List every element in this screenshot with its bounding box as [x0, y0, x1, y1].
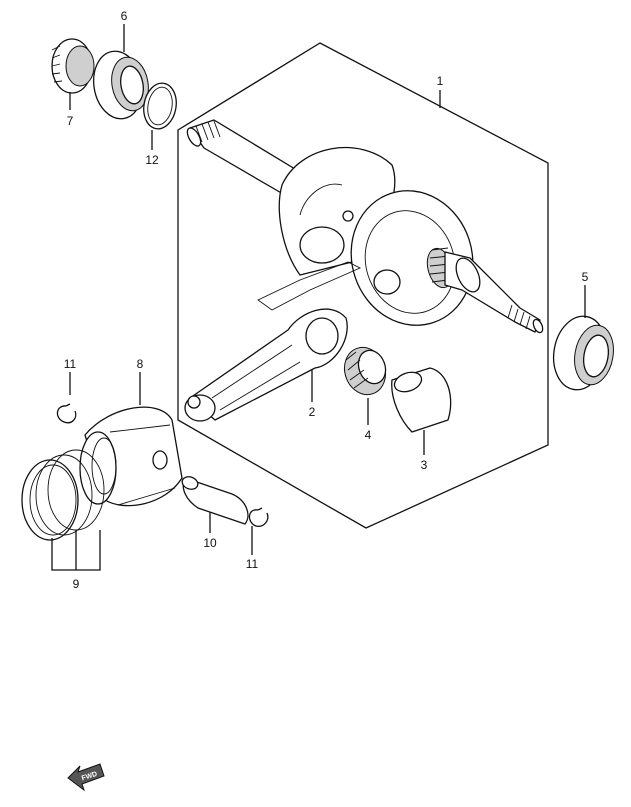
callout-11-lower: 11 — [246, 557, 259, 571]
callout-11-upper: 11 — [64, 357, 77, 371]
left-bearing — [92, 50, 149, 120]
callout-6: 6 — [121, 9, 128, 23]
needle-bearing — [343, 346, 387, 396]
callout-7: 7 — [67, 114, 74, 128]
crank-pin — [391, 367, 452, 433]
drive-gear — [51, 38, 95, 94]
fwd-arrow-icon — [67, 763, 105, 792]
piston-rings — [21, 449, 105, 541]
circlip-upper — [56, 403, 77, 424]
callout-4: 4 — [365, 428, 372, 442]
assembly-boundary — [177, 42, 549, 529]
connecting-rod — [184, 308, 348, 422]
callout-3: 3 — [421, 458, 428, 472]
crankshaft — [186, 119, 544, 334]
callout-10: 10 — [203, 536, 217, 550]
right-bearing — [552, 315, 614, 391]
callout-12: 12 — [145, 153, 159, 167]
fwd-arrow: FWD — [67, 763, 105, 792]
callout-2: 2 — [309, 405, 316, 419]
callout-9: 9 — [73, 577, 80, 591]
callout-1: 1 — [437, 74, 444, 88]
callout-5: 5 — [582, 270, 589, 284]
piston — [79, 406, 183, 507]
shim-ring — [143, 82, 177, 130]
circlip-lower — [248, 507, 269, 527]
piston-pin — [181, 476, 249, 525]
leader-lines — [51, 24, 586, 571]
callout-8: 8 — [137, 357, 144, 371]
fwd-label: FWD — [81, 771, 98, 783]
